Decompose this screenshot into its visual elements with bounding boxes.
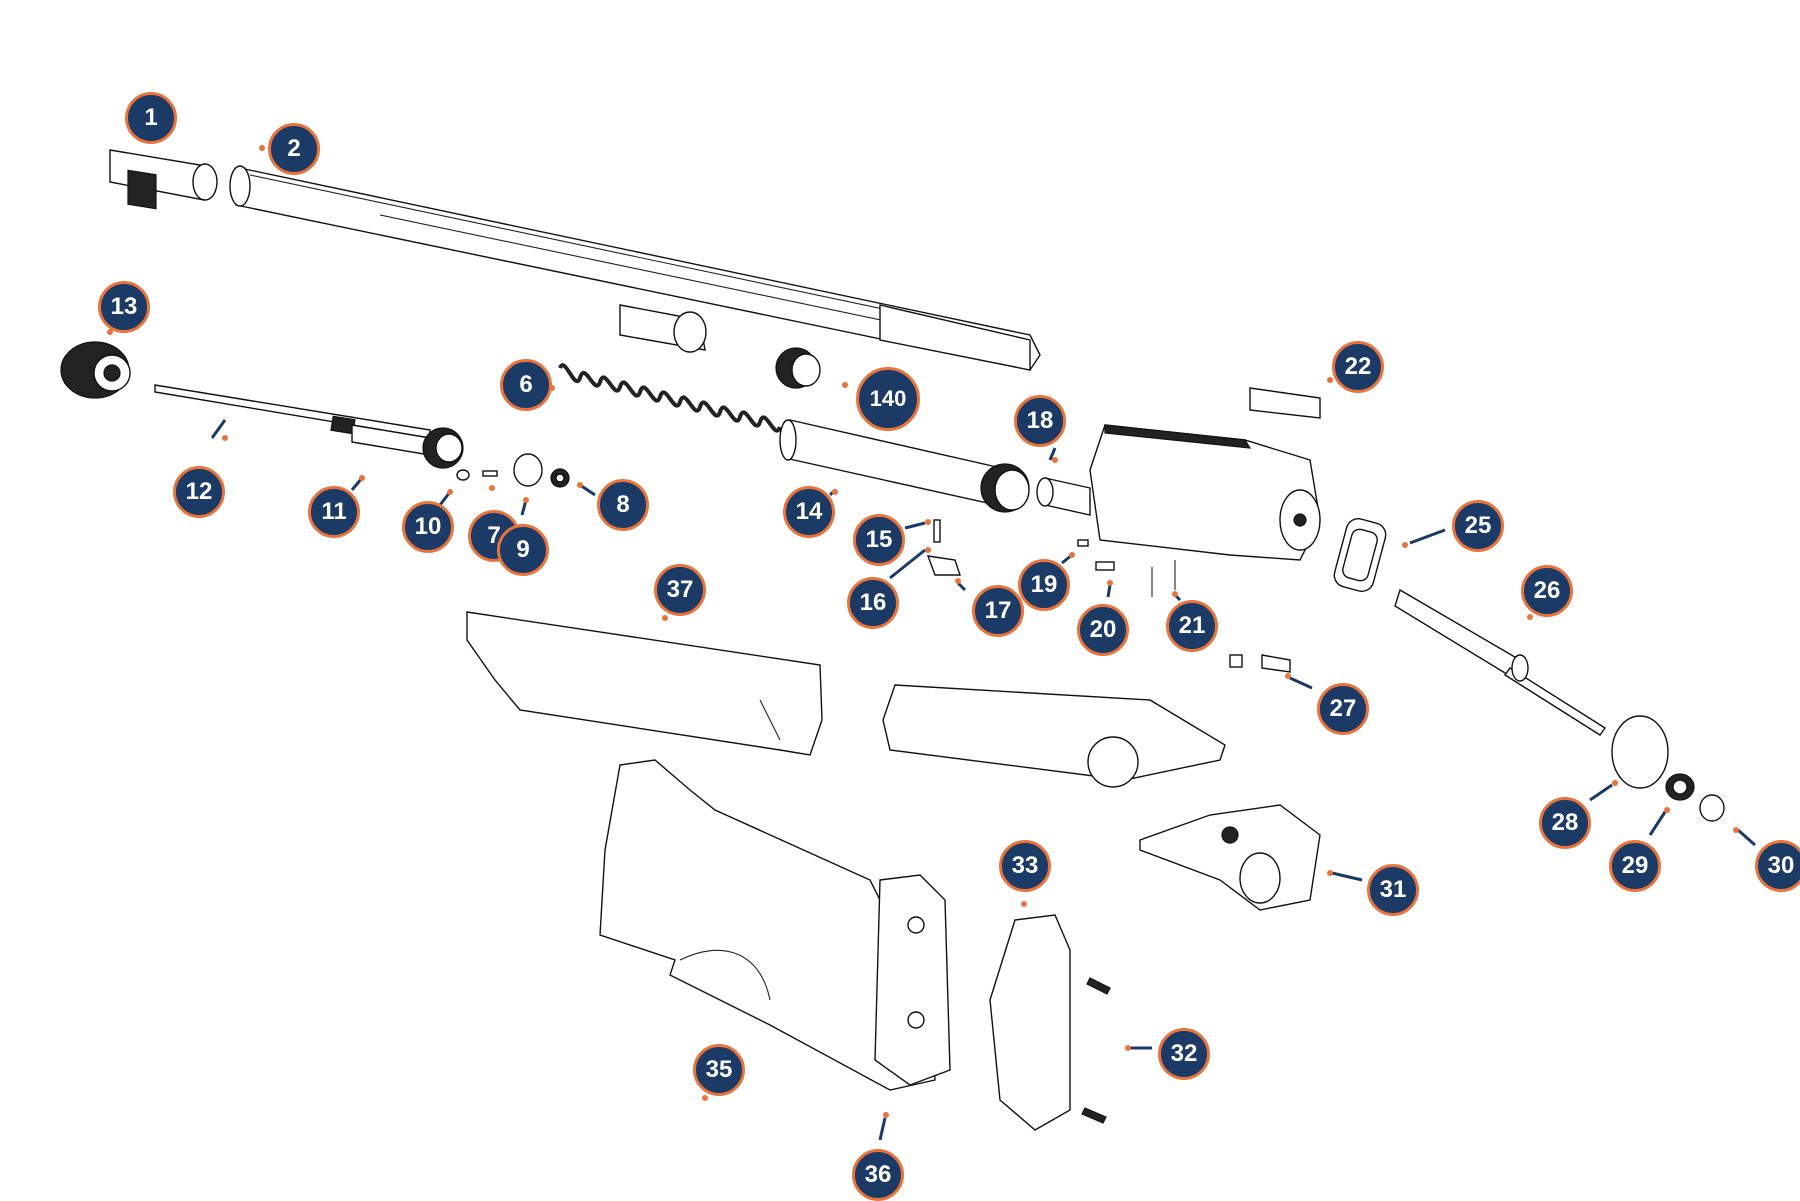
callout-26[interactable]: 26 <box>1521 565 1573 617</box>
part-trigger-plate <box>1229 654 1291 673</box>
part-magazine-rod <box>154 384 464 469</box>
part-receiver-pins <box>1077 539 1176 597</box>
part-end-plate <box>1611 715 1725 822</box>
callout-15[interactable]: 15 <box>853 514 905 566</box>
part-magazine-spring <box>558 363 782 433</box>
part-bolt-carrier <box>882 684 1226 788</box>
part-barrel <box>229 165 1041 371</box>
callout-33[interactable]: 33 <box>999 840 1051 892</box>
part-ejector-latch <box>1249 387 1321 419</box>
callout-27[interactable]: 27 <box>1317 683 1369 735</box>
callout-10[interactable]: 10 <box>402 501 454 553</box>
callout-31[interactable]: 31 <box>1367 864 1419 916</box>
callout-6[interactable]: 6 <box>500 359 552 411</box>
callout-1[interactable]: 1 <box>125 92 177 144</box>
callout-13[interactable]: 13 <box>98 281 150 333</box>
callout-8[interactable]: 8 <box>597 479 649 531</box>
callout-16[interactable]: 16 <box>847 577 899 629</box>
part-magazine-cap <box>1036 477 1091 516</box>
part-muzzle-choke <box>109 149 218 210</box>
callout-20[interactable]: 20 <box>1077 604 1129 656</box>
callout-19[interactable]: 19 <box>1018 559 1070 611</box>
callout-25[interactable]: 25 <box>1452 500 1504 552</box>
callout-18[interactable]: 18 <box>1014 395 1066 447</box>
part-magazine-tube <box>779 419 1030 513</box>
callout-2[interactable]: 2 <box>268 123 320 175</box>
callout-30[interactable]: 30 <box>1755 840 1800 892</box>
part-trigger-pins <box>926 519 961 576</box>
callout-21[interactable]: 21 <box>1166 600 1218 652</box>
part-recoil-pad <box>989 914 1071 1131</box>
part-bushing <box>775 347 821 389</box>
callout-37[interactable]: 37 <box>654 564 706 616</box>
part-forend <box>466 611 823 756</box>
part-receiver <box>1089 424 1321 561</box>
part-screws <box>1081 977 1111 1124</box>
part-butt-plate <box>874 874 951 1086</box>
callout-28[interactable]: 28 <box>1539 797 1591 849</box>
callout-22[interactable]: 22 <box>1332 341 1384 393</box>
callout-11[interactable]: 11 <box>308 486 360 538</box>
callout-17[interactable]: 17 <box>972 585 1024 637</box>
callout-32[interactable]: 32 <box>1158 1028 1210 1080</box>
callout-35[interactable]: 35 <box>693 1044 745 1096</box>
part-cap-nut <box>60 341 131 399</box>
part-stock <box>599 759 936 1091</box>
callout-140[interactable]: 140 <box>856 367 920 431</box>
callout-9[interactable]: 9 <box>497 524 549 576</box>
part-gasket <box>1333 518 1387 592</box>
part-small-pins <box>456 453 570 488</box>
callout-36[interactable]: 36 <box>852 1149 904 1201</box>
callout-29[interactable]: 29 <box>1609 840 1661 892</box>
callout-12[interactable]: 12 <box>173 466 225 518</box>
part-trigger-group <box>1139 804 1321 911</box>
part-action-rod <box>1394 588 1607 736</box>
callout-14[interactable]: 14 <box>783 486 835 538</box>
